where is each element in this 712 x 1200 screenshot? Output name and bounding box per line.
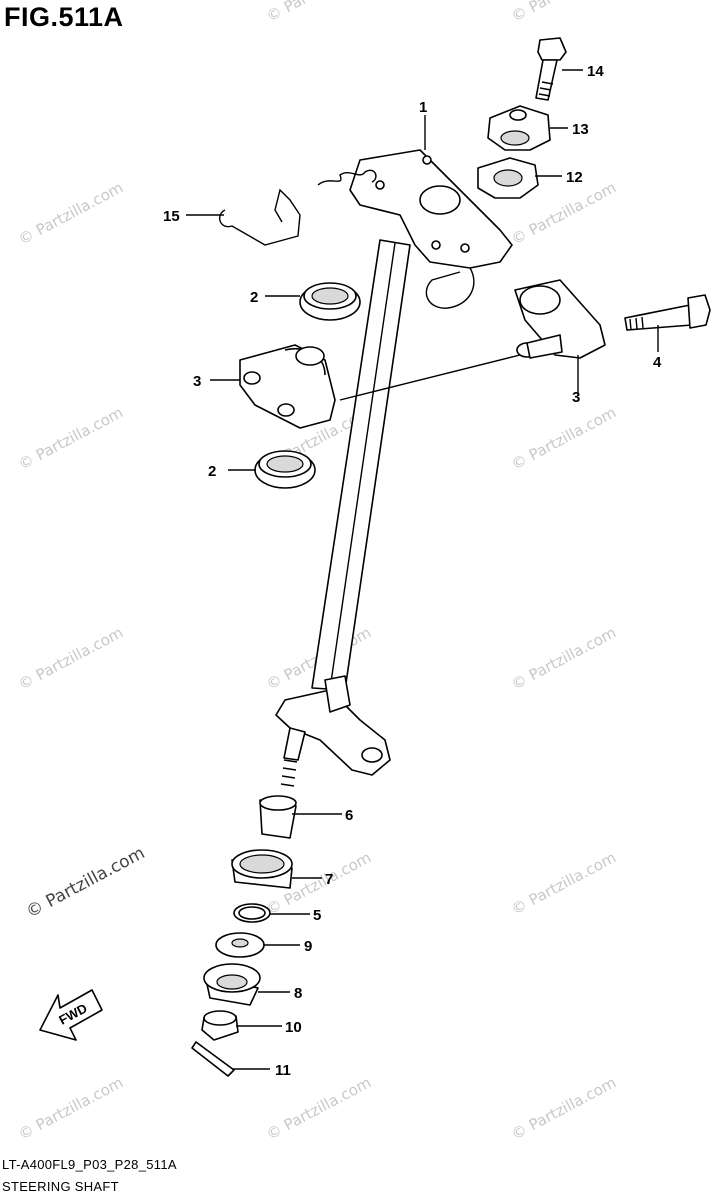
callout-3-left: 3 xyxy=(193,373,201,390)
callout-2-lower: 2 xyxy=(208,463,216,480)
callout-12: 12 xyxy=(566,169,583,186)
watermark: © Partzilla.com xyxy=(508,848,619,918)
part-7-seal xyxy=(231,849,293,889)
callout-2-upper: 2 xyxy=(250,289,258,306)
watermark: © Partzilla.com xyxy=(508,1073,619,1143)
part-11-cotter-pin xyxy=(191,1041,235,1077)
steering-shaft xyxy=(275,149,513,787)
callout-4: 4 xyxy=(653,354,662,371)
callout-6: 6 xyxy=(345,807,353,824)
part-4-bolt xyxy=(624,294,711,331)
watermark: © Partzilla.com xyxy=(263,0,374,26)
part-12-clamp-lower xyxy=(477,157,539,199)
callout-8: 8 xyxy=(294,985,302,1002)
watermark: © Partzilla.com xyxy=(15,403,126,473)
part-6-collar xyxy=(259,795,297,839)
callout-7: 7 xyxy=(325,871,333,888)
watermark: © Partzilla.com xyxy=(508,0,619,26)
callout-14: 14 xyxy=(587,63,604,80)
part-14-bolt xyxy=(535,37,567,101)
callout-11: 11 xyxy=(275,1062,291,1079)
callout-10: 10 xyxy=(285,1019,302,1036)
watermark: © Partzilla.com xyxy=(15,623,126,693)
watermark: © Partzilla.com xyxy=(15,1073,126,1143)
part-9-washer xyxy=(215,932,265,958)
callout-15: 15 xyxy=(163,208,180,225)
part-2-bushing-lower xyxy=(254,450,316,489)
callout-1: 1 xyxy=(419,99,427,116)
watermark: © Partzilla.com xyxy=(508,403,619,473)
part-2-bushing-upper xyxy=(299,282,361,321)
part-3-holder-left xyxy=(239,344,521,429)
part-13-clamp-upper xyxy=(487,105,551,151)
part-10-nut xyxy=(201,1010,239,1041)
leader-lines xyxy=(186,69,659,1070)
watermark: © Partzilla.com xyxy=(508,623,619,693)
callouts: 1 2 3 3 4 2 6 7 5 9 8 10 11 12 13 14 15 xyxy=(163,63,662,1079)
watermark-main: © Partzilla.com xyxy=(23,843,148,922)
watermark: © Partzilla.com xyxy=(15,178,126,248)
part-8-bearing xyxy=(203,963,261,1006)
part-3-holder-right xyxy=(514,279,606,359)
figure-code: LT-A400FL9_P03_P28_511A xyxy=(2,1157,177,1172)
figure-caption: STEERING SHAFT xyxy=(2,1179,119,1194)
callout-3-right: 3 xyxy=(572,389,580,406)
part-5-o-ring xyxy=(233,903,271,923)
fwd-arrow: FWD xyxy=(39,989,103,1041)
callout-5: 5 xyxy=(313,907,321,924)
figure-title: FIG.511A xyxy=(4,2,124,32)
watermark: © Partzilla.com xyxy=(263,1073,374,1143)
callout-13: 13 xyxy=(572,121,589,138)
callout-9: 9 xyxy=(304,938,312,955)
